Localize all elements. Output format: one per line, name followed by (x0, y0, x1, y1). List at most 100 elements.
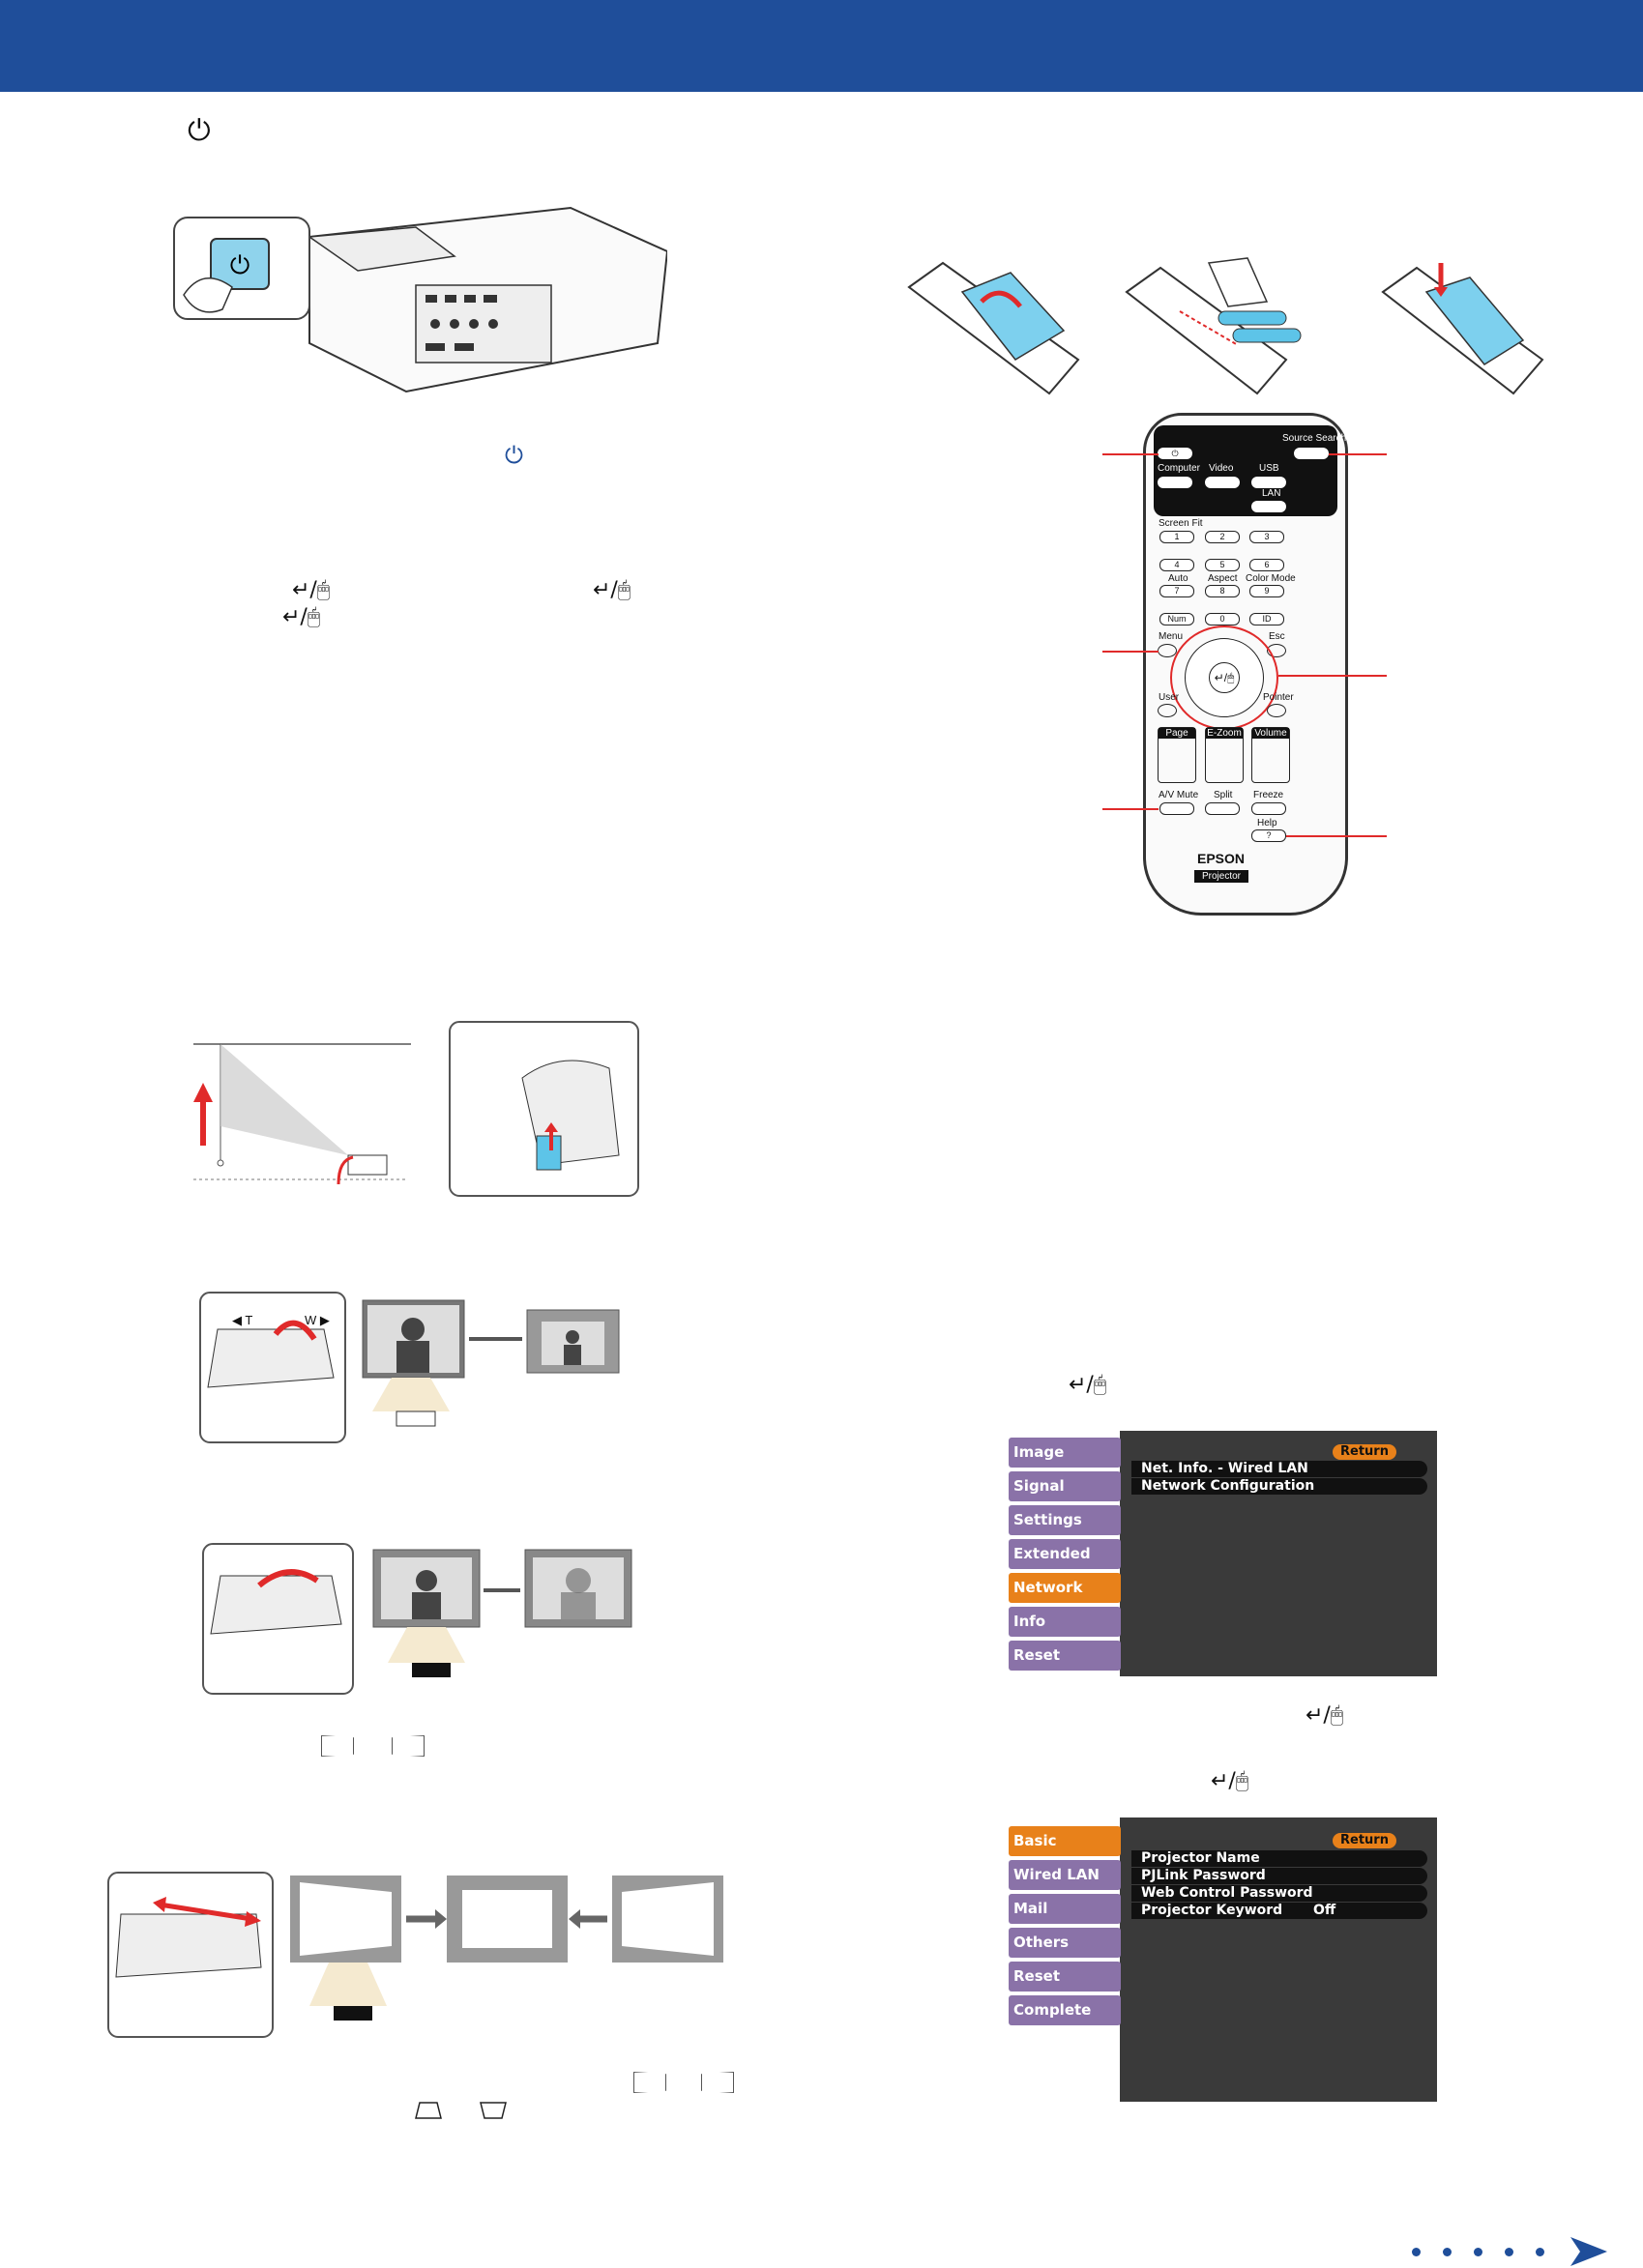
tab-reset[interactable]: Reset (1009, 1962, 1121, 1992)
projector-keyword-value: Off (1313, 1903, 1335, 1919)
freeze-button[interactable] (1251, 802, 1286, 815)
callout-line (1329, 453, 1387, 455)
auto-label: Auto (1168, 573, 1188, 584)
remote-power-button[interactable]: ⏻ (1158, 448, 1192, 459)
return-button[interactable]: Return (1333, 1444, 1396, 1460)
tab-signal[interactable]: Signal (1009, 1471, 1121, 1501)
focus-ring-illustration (201, 1542, 638, 1697)
menu-item-pjlink-password[interactable]: PJLink Password (1131, 1868, 1427, 1884)
help-button[interactable]: ? (1251, 829, 1286, 842)
menu-item-projector-keyword[interactable]: Projector Keyword (1131, 1903, 1427, 1919)
esc-label: Esc (1269, 631, 1285, 642)
callout-line (1286, 835, 1387, 837)
tab-info[interactable]: Info (1009, 1607, 1121, 1637)
pointer-label: Pointer (1263, 692, 1294, 703)
zoom-ring-illustration (198, 1291, 638, 1445)
page-label: Page (1159, 728, 1195, 739)
enter-icon: ↵/🖱 (1069, 1373, 1106, 1397)
lan-button[interactable] (1251, 501, 1286, 512)
nav-highlight-circle (1170, 625, 1278, 730)
continue-dot (1505, 2248, 1513, 2256)
tab-settings[interactable]: Settings (1009, 1505, 1121, 1535)
computer-button[interactable] (1158, 477, 1192, 488)
callout-line (1278, 675, 1387, 677)
callout-line (1102, 651, 1159, 653)
num-key[interactable]: Num (1159, 613, 1194, 625)
split-button[interactable] (1205, 802, 1240, 815)
key-4[interactable]: 4 (1159, 559, 1194, 571)
return-button[interactable]: Return (1333, 1833, 1396, 1848)
continue-dot (1443, 2248, 1452, 2256)
key-6[interactable]: 6 (1249, 559, 1284, 571)
key-3[interactable]: 3 (1249, 531, 1284, 543)
keystone-vertical-down-icon (414, 2100, 443, 2121)
id-key[interactable]: ID (1249, 613, 1284, 625)
power-icon: ⏻ (188, 114, 211, 148)
video-label: Video (1209, 463, 1233, 474)
continue-dot (1536, 2248, 1544, 2256)
keystone-shape-right (701, 2072, 734, 2093)
keystone-slider-illustration (106, 1871, 725, 2040)
callout-line (1102, 808, 1159, 810)
projector-model-label: Projector (1194, 870, 1248, 883)
zoom-tele-label: ◀ T (232, 1313, 252, 1328)
tab-wired-lan[interactable]: Wired LAN (1009, 1860, 1121, 1890)
tab-image[interactable]: Image (1009, 1438, 1121, 1468)
keystone-vertical-up-icon (479, 2100, 508, 2121)
menu-item-net-info[interactable]: Net. Info. - Wired LAN (1131, 1461, 1427, 1477)
split-label: Split (1214, 790, 1232, 800)
remote-battery-open-illustration (904, 253, 1098, 398)
menu-item-projector-name[interactable]: Projector Name (1131, 1850, 1427, 1867)
usb-label: USB (1259, 463, 1279, 474)
freeze-label: Freeze (1253, 790, 1283, 800)
svg-text:⏻: ⏻ (230, 251, 250, 280)
continue-dot (1474, 2248, 1482, 2256)
lan-label: LAN (1262, 488, 1280, 499)
tab-basic[interactable]: Basic (1009, 1826, 1121, 1856)
tab-mail[interactable]: Mail (1009, 1894, 1121, 1924)
tab-others[interactable]: Others (1009, 1928, 1121, 1958)
key-0[interactable]: 0 (1205, 613, 1240, 625)
aspect-label: Aspect (1208, 573, 1238, 584)
tab-extended[interactable]: Extended (1009, 1539, 1121, 1569)
keystone-shape-left (633, 2072, 666, 2093)
pointer-button[interactable] (1267, 704, 1286, 717)
key-5[interactable]: 5 (1205, 559, 1240, 571)
source-search-button[interactable] (1294, 448, 1329, 459)
epson-brand: EPSON (1197, 851, 1245, 866)
projector-power-illustration: ⏻ (164, 198, 667, 411)
key-2[interactable]: 2 (1205, 531, 1240, 543)
av-mute-label: A/V Mute (1159, 790, 1198, 800)
tab-complete[interactable]: Complete (1009, 1995, 1121, 2025)
menu-item-web-control-password[interactable]: Web Control Password (1131, 1885, 1427, 1902)
tab-network[interactable]: Network (1009, 1573, 1121, 1603)
enter-icon: ↵/🖱 (292, 578, 330, 602)
key-7[interactable]: 7 (1159, 585, 1194, 597)
enter-icon: ↵/🖱 (1306, 1703, 1343, 1728)
ezoom-group: E-Zoom (1205, 727, 1244, 783)
user-button[interactable] (1158, 704, 1177, 717)
key-8[interactable]: 8 (1205, 585, 1240, 597)
user-label: User (1159, 692, 1179, 703)
usb-button[interactable] (1251, 477, 1286, 488)
av-mute-button[interactable] (1159, 802, 1194, 815)
source-search-label: Source Search (1282, 433, 1346, 444)
keystone-shape-right (392, 1735, 425, 1757)
tab-reset[interactable]: Reset (1009, 1641, 1121, 1671)
continue-dot (1412, 2248, 1421, 2256)
help-label: Help (1257, 818, 1277, 829)
foot-adjust-illustration (193, 1020, 643, 1199)
remote-battery-insert-illustration (1122, 253, 1335, 398)
enter-icon: ↵/🖱 (593, 578, 631, 602)
computer-label: Computer (1158, 463, 1200, 474)
video-button[interactable] (1205, 477, 1240, 488)
key-9[interactable]: 9 (1249, 585, 1284, 597)
next-page-arrow-icon[interactable] (1570, 2237, 1607, 2266)
menu-item-network-configuration[interactable]: Network Configuration (1131, 1478, 1427, 1495)
remote-battery-close-illustration (1378, 253, 1552, 398)
enter-icon: ↵/🖱 (1211, 1769, 1248, 1793)
volume-group: Volume (1251, 727, 1290, 783)
callout-line (1102, 453, 1159, 455)
header-bar (0, 0, 1643, 92)
key-1[interactable]: 1 (1159, 531, 1194, 543)
